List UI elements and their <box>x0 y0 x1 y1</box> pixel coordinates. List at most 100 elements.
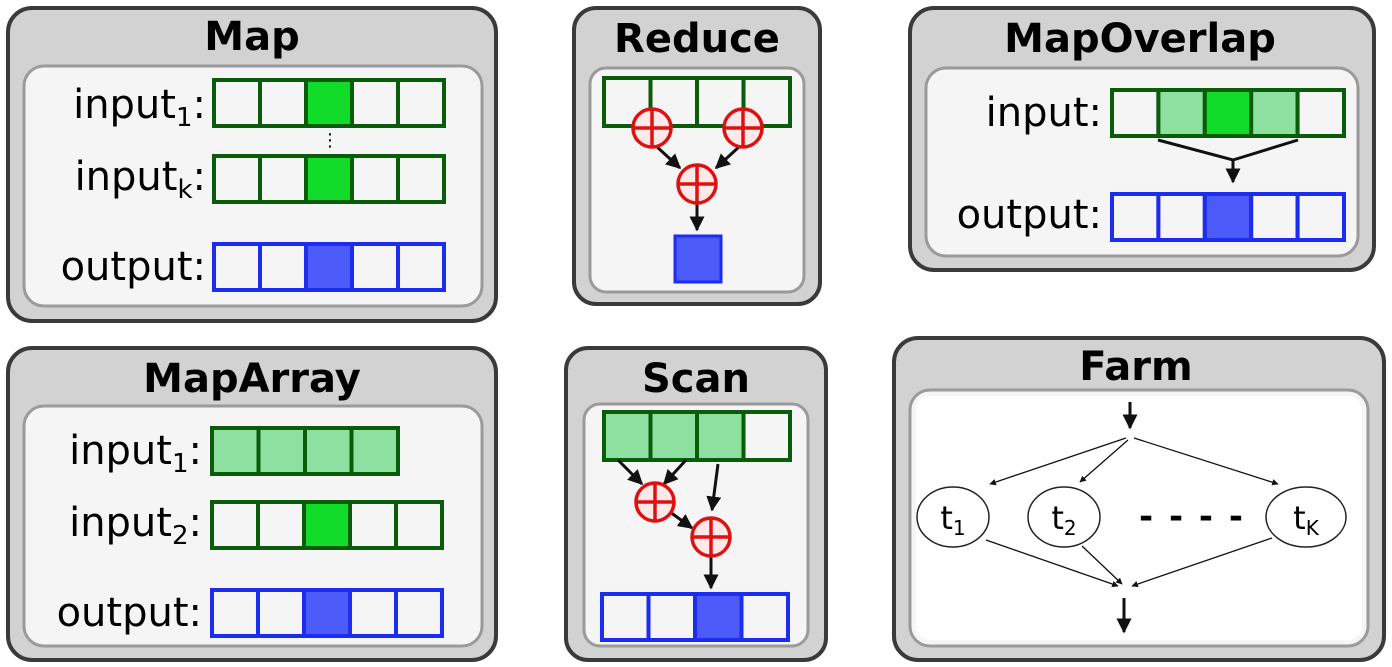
array-cell-empty <box>210 588 260 638</box>
array-cell-bright <box>304 78 354 128</box>
mapoverlap-input-label: input: <box>986 90 1102 136</box>
array-cell-bright <box>304 154 354 204</box>
farm-edge <box>989 437 1127 486</box>
array-cell-empty <box>741 410 792 462</box>
array-cell-blue <box>693 592 744 642</box>
array-cell-light <box>1156 88 1207 138</box>
farm-worker-tk: tK <box>1265 486 1347 548</box>
maparray-input2-label: input2: <box>69 500 202 551</box>
array-cell-light <box>602 410 653 462</box>
array-cell-empty <box>348 588 398 638</box>
farm-edge <box>1079 439 1129 483</box>
map-output-array <box>212 242 446 292</box>
maparray-input2-array <box>210 500 444 550</box>
farm-worker-label: t2 <box>1051 499 1076 540</box>
mapoverlap-output-label: output: <box>957 192 1102 238</box>
farm-edge <box>1081 545 1123 585</box>
map-inputk-array <box>212 154 446 204</box>
array-cell-empty <box>1110 192 1161 242</box>
array-cell-bright <box>1202 88 1254 138</box>
scan-edge <box>616 458 644 486</box>
array-cell-empty <box>1156 192 1207 242</box>
farm-ellipsis-dots: - - - - <box>1139 497 1245 537</box>
reduce-plus-operator <box>631 107 673 149</box>
array-cell-empty <box>646 592 697 642</box>
array-cell-empty <box>258 78 308 128</box>
scan-title: Scan <box>642 356 750 402</box>
array-cell-empty <box>394 588 444 638</box>
array-cell-empty <box>1295 88 1346 138</box>
array-cell-light <box>349 426 400 476</box>
array-cell-empty <box>1295 192 1346 242</box>
reduce-output-cell <box>673 234 723 284</box>
farm-edge <box>1131 537 1273 588</box>
array-cell-empty <box>600 592 651 642</box>
array-cell-empty <box>210 500 260 550</box>
scan-plus-operator <box>690 516 732 558</box>
maparray-input1-label: input1: <box>69 428 202 479</box>
farm-edge <box>1133 437 1279 486</box>
map-input1-label: input1: <box>73 82 206 133</box>
array-cell-empty <box>350 154 400 204</box>
array-cell-empty <box>396 154 446 204</box>
farm-worker-label: tK <box>1293 499 1320 540</box>
plus-operator-cross <box>636 483 674 521</box>
plus-operator-cross <box>692 518 730 556</box>
farm-worker-node <box>916 486 990 548</box>
farm-panel: Farm t1 t2 - - - - tK <box>892 336 1386 662</box>
array-cell-light <box>303 426 354 476</box>
farm-worker-node <box>1027 486 1101 548</box>
array-cell-empty <box>258 154 308 204</box>
array-cell-light <box>1249 88 1300 138</box>
array-cell-empty <box>394 500 444 550</box>
maparray-title: MapArray <box>143 356 361 402</box>
scan-panel: Scan <box>564 346 828 662</box>
plus-operator-cross <box>724 109 762 147</box>
array-cell-empty <box>348 500 398 550</box>
array-cell-empty <box>741 76 792 128</box>
reduce-input-array <box>602 76 792 128</box>
reduce-plus-operator <box>676 163 718 205</box>
array-cell-bright <box>302 500 352 550</box>
farm-worker-node <box>1265 486 1347 548</box>
array-cell-empty <box>1110 88 1161 138</box>
scan-edge <box>706 463 722 512</box>
farm-worker-label: t1 <box>940 499 965 540</box>
array-cell-empty <box>350 242 400 292</box>
array-cell-blue <box>1202 192 1254 242</box>
maparray-input1-array <box>210 426 400 476</box>
scan-input-array <box>602 410 792 462</box>
mapoverlap-input-array <box>1110 88 1346 138</box>
array-cell-blue <box>302 588 352 638</box>
array-cell-empty <box>396 242 446 292</box>
map-output-label: output: <box>61 244 206 290</box>
mapoverlap-title: MapOverlap <box>1004 16 1276 62</box>
scan-edge <box>662 458 688 486</box>
array-cell-empty <box>258 242 308 292</box>
array-cell-light <box>648 410 699 462</box>
plus-operator-cross <box>633 109 671 147</box>
array-cell-empty <box>256 500 306 550</box>
farm-edge <box>985 539 1119 588</box>
array-cell-blue <box>304 242 354 292</box>
scan-edge <box>669 510 694 530</box>
farm-worker-t1: t1 <box>916 486 990 548</box>
array-cell-empty <box>212 78 262 128</box>
reduce-panel: Reduce <box>572 6 822 306</box>
reduce-edge <box>654 144 682 170</box>
array-cell-empty <box>256 588 306 638</box>
array-cell-empty <box>739 592 790 642</box>
reduce-title: Reduce <box>614 16 780 62</box>
array-cell-light <box>695 410 746 462</box>
mapoverlap-panel: MapOverlap input: output: <box>908 6 1376 272</box>
maparray-output-label: output: <box>57 590 202 636</box>
farm-title: Farm <box>1079 344 1192 390</box>
maparray-panel: MapArray input1: input2: output: <box>6 346 498 662</box>
map-ellipsis: ⋮ <box>321 130 339 151</box>
array-cell-empty <box>350 78 400 128</box>
array-cell-light <box>256 426 307 476</box>
array-cell-empty <box>212 154 262 204</box>
scan-plus-operator <box>634 481 676 523</box>
map-title: Map <box>204 14 299 60</box>
